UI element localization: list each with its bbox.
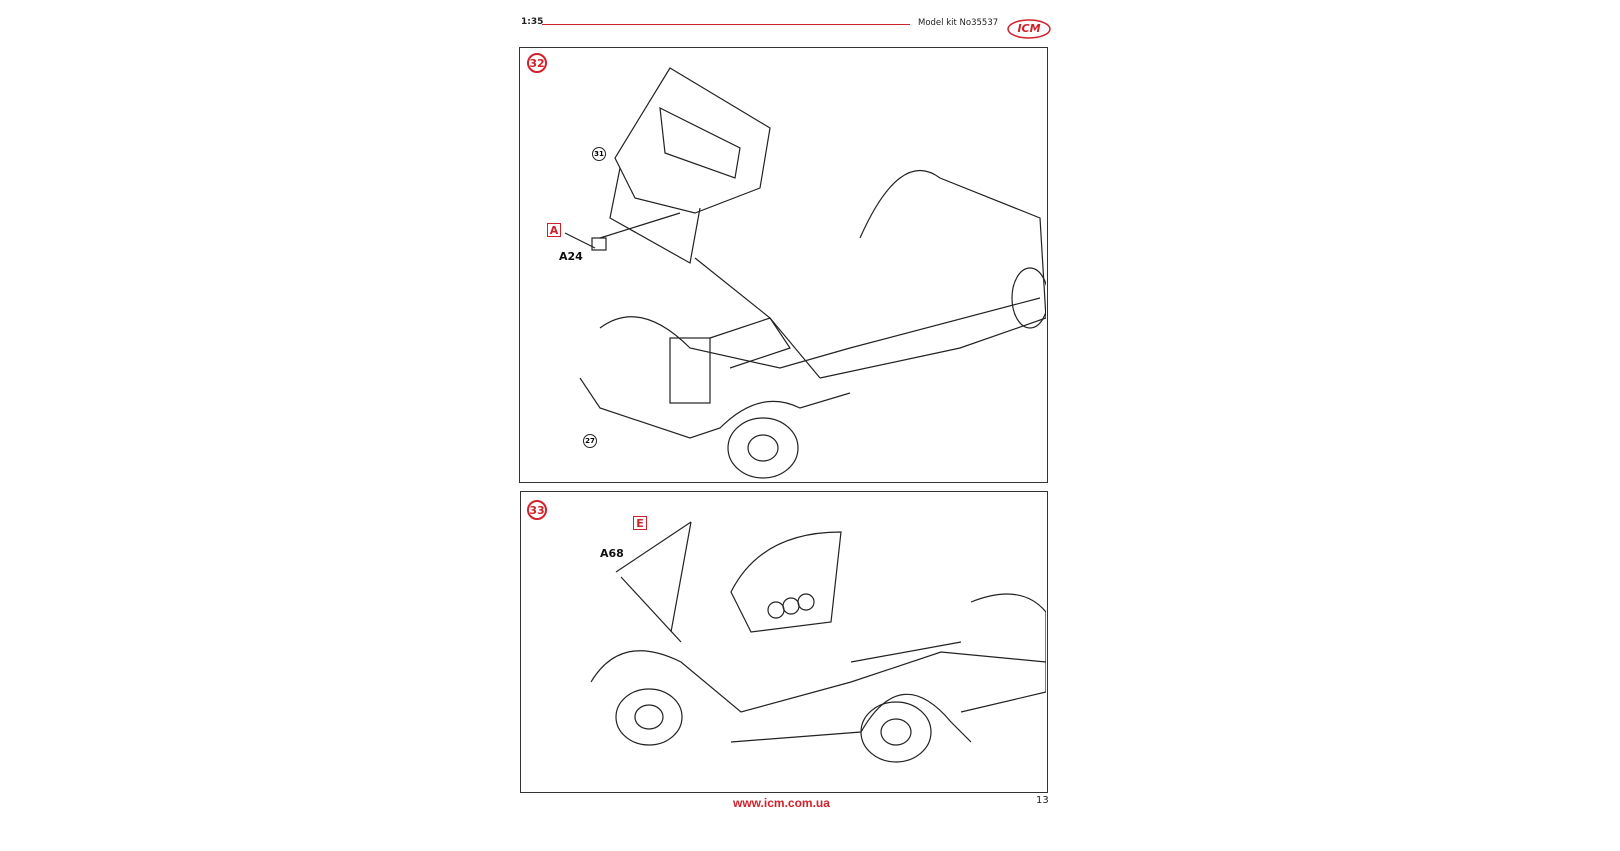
step-32-panel: 32 31 27 A A24	[519, 47, 1048, 483]
page-number: 13	[1036, 795, 1049, 806]
header-rule	[542, 24, 910, 25]
part-label: A24	[559, 250, 583, 263]
step-number: 32	[527, 53, 547, 73]
step-32-illustration	[564, 67, 1046, 479]
step-33-panel: 33 E A68	[520, 491, 1048, 793]
step-33-illustration	[590, 521, 1046, 763]
reference-step-31: 31	[592, 147, 606, 161]
part-label: A68	[600, 547, 624, 560]
paint-tag: A	[547, 223, 561, 237]
model-kit-label: Model kit No35537	[918, 18, 999, 28]
reference-step-27: 27	[583, 434, 597, 448]
website-link[interactable]: www.icm.com.ua	[733, 796, 830, 810]
svg-text:ICM: ICM	[1017, 22, 1040, 35]
step-number: 33	[527, 500, 547, 520]
paint-tag: E	[633, 516, 647, 530]
icm-logo: ICM	[1006, 16, 1052, 42]
scale-label: 1:35	[521, 17, 544, 27]
